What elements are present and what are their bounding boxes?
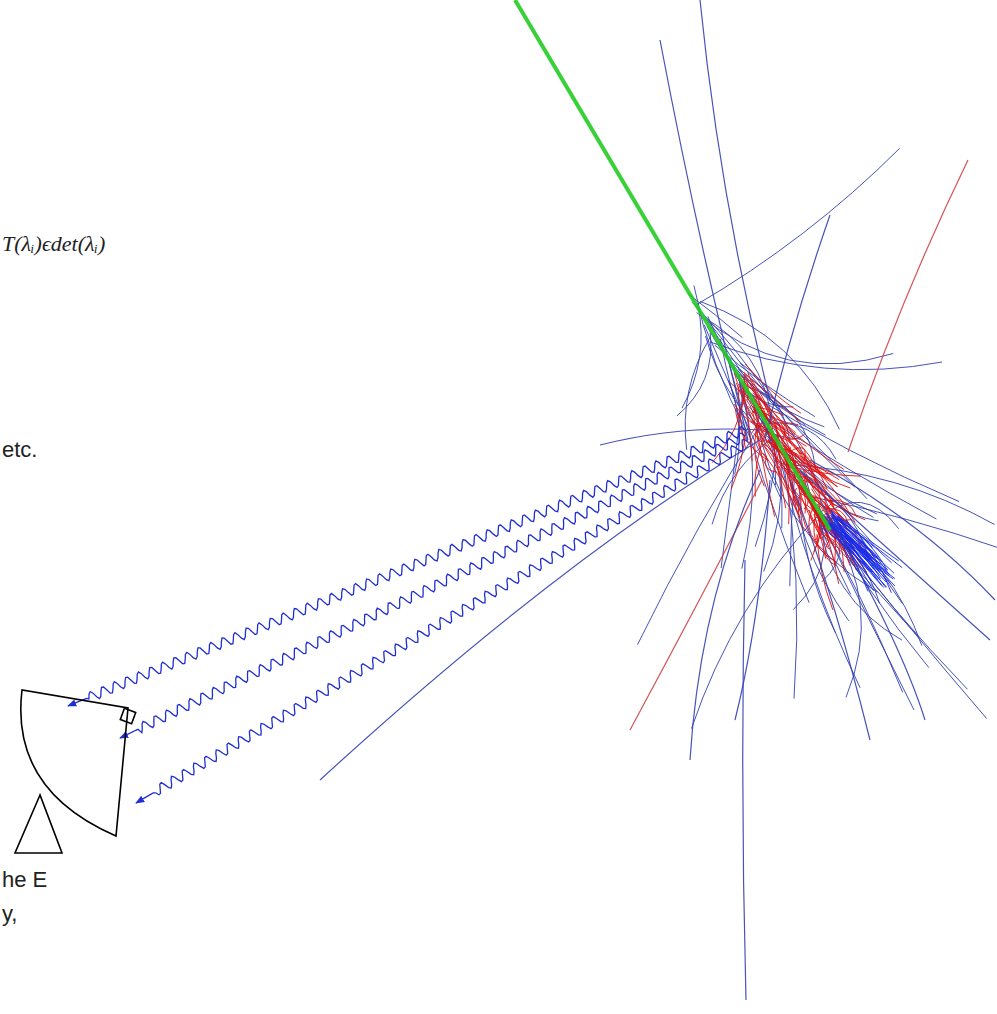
text-fragment: etc. [2, 438, 37, 462]
text-fragment: he E [2, 868, 47, 892]
particle-track [743, 560, 746, 1000]
particle-track [795, 490, 821, 539]
particle-track [826, 516, 888, 574]
particle-track [707, 327, 824, 427]
particle-track [819, 511, 903, 604]
particle-track [692, 510, 824, 729]
particle-track [791, 448, 805, 461]
particle-track [696, 148, 900, 305]
particle-track [710, 342, 942, 370]
radio-wave [120, 433, 745, 738]
particle-track [630, 480, 762, 730]
particle-track [848, 160, 968, 452]
radio-wave [136, 439, 748, 803]
particle-track [831, 512, 894, 573]
particle-track [700, 301, 839, 429]
dish [21, 690, 128, 836]
tripod [15, 795, 62, 853]
particle-track [826, 523, 967, 690]
particle-track [677, 333, 711, 416]
particle-tracks [320, 0, 997, 1000]
particle-track [735, 480, 770, 720]
particle-track [754, 409, 937, 519]
particle-track [765, 215, 830, 440]
particle-track [829, 521, 888, 570]
particle-track [830, 523, 880, 564]
formula-fragment: T(λᵢ)ϵdet(λᵢ) [2, 232, 105, 256]
feed [120, 708, 135, 723]
particle-track [810, 460, 995, 600]
particle-track [800, 470, 990, 640]
particle-track [710, 323, 855, 487]
particle-track [700, 0, 770, 400]
particle-track [835, 528, 895, 579]
radio-waves [68, 427, 748, 803]
particle-track [515, 0, 830, 530]
particle-track [820, 500, 925, 720]
particle-track [729, 380, 740, 474]
radio-wave [68, 427, 745, 706]
dish-antenna [15, 690, 136, 853]
particle-track [790, 480, 870, 740]
particle-track [690, 470, 760, 760]
particle-track [817, 534, 833, 610]
particle-track [817, 504, 929, 668]
text-fragment: y, [2, 902, 17, 926]
particle-track [800, 493, 809, 509]
particle-track [746, 375, 801, 423]
